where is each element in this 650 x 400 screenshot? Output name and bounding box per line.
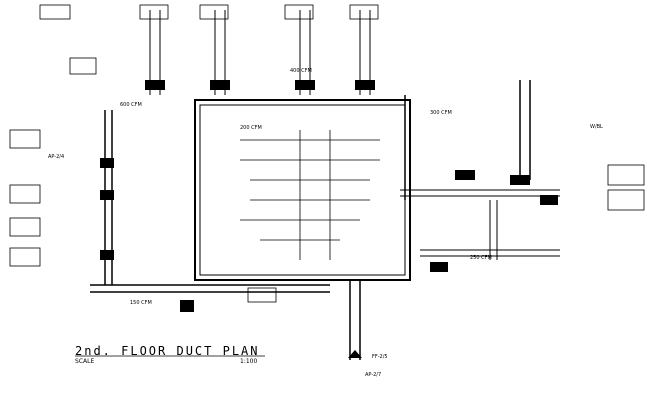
left-horizontal-duct — [90, 284, 330, 293]
right-horizontal-duct — [400, 189, 560, 197]
unit-block — [145, 80, 165, 90]
equipment-tag — [9, 129, 41, 149]
right-branch — [420, 200, 560, 260]
airflow-label: 250 CFM — [470, 255, 492, 261]
unit-block — [100, 250, 114, 260]
supply-arrow-icon — [348, 350, 362, 358]
unit-block — [355, 80, 375, 90]
tag-w-bl: W/BL — [590, 124, 603, 130]
equipment-tag — [9, 184, 41, 204]
unit-block — [100, 190, 114, 200]
airflow-label: 150 CFM — [130, 300, 152, 306]
interior-ducts — [240, 130, 380, 260]
unit-block — [455, 170, 475, 180]
main-duct-loop — [194, 99, 411, 281]
equipment-tag — [284, 4, 314, 20]
equipment-tag — [39, 4, 71, 20]
unit-block — [180, 300, 194, 312]
equipment-tag — [199, 4, 229, 20]
unit-block — [430, 262, 448, 272]
unit-block — [540, 195, 558, 205]
unit-block — [295, 80, 315, 90]
equipment-tag — [9, 217, 41, 237]
equipment-tag — [607, 189, 645, 211]
bottom-supply-duct — [349, 280, 361, 360]
tag-ap-left: AP-2/4 — [48, 154, 65, 160]
equipment-tag — [9, 247, 41, 267]
equipment-tag — [69, 57, 97, 75]
scale-label: SCALE — [75, 358, 95, 365]
airflow-label: 400 CFM — [290, 68, 312, 74]
scale-value: 1:100 — [240, 358, 258, 365]
equipment-tag — [349, 4, 379, 20]
unit-block — [100, 158, 114, 168]
right-vertical-duct — [404, 80, 531, 200]
equipment-tag — [247, 287, 277, 303]
airflow-label: 600 CFM — [120, 102, 142, 108]
tag-ap-bottom: AP-2/7 — [365, 372, 382, 378]
tag-ff-right: FF-2/5 — [372, 354, 388, 360]
unit-block — [210, 80, 230, 90]
airflow-label: 200 CFM — [240, 125, 262, 131]
plan-title: 2nd. FLOOR DUCT PLAN — [75, 344, 260, 358]
equipment-tag — [607, 164, 645, 186]
unit-block — [510, 175, 530, 185]
inner-duct-loop — [199, 104, 406, 276]
equipment-tag — [139, 4, 169, 20]
airflow-label: 300 CFM — [430, 110, 452, 116]
